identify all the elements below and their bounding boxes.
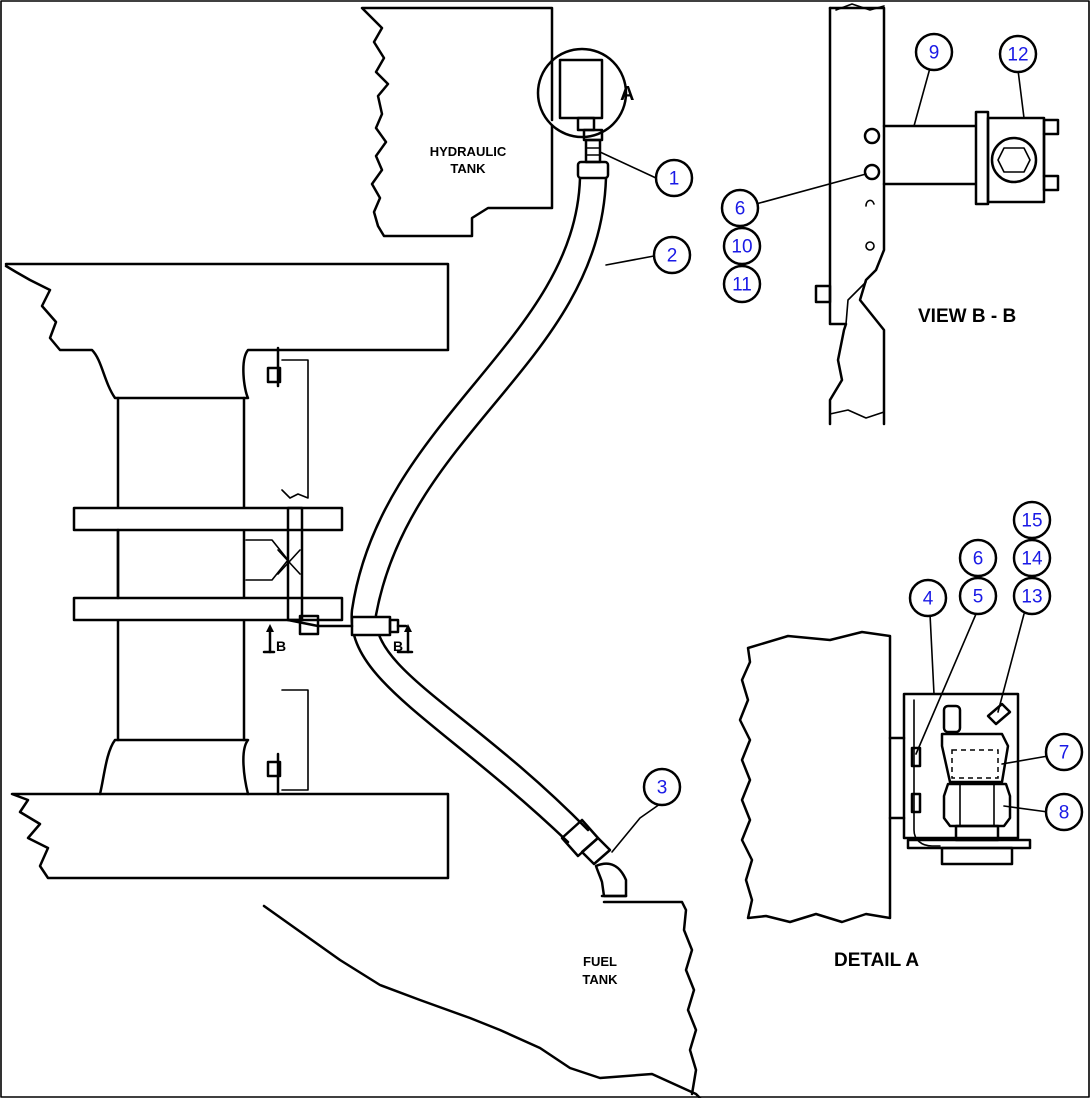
- upper-hose-fitting: [576, 128, 610, 180]
- section-marker-right: B: [393, 624, 414, 654]
- callout-15-number: 15: [1021, 511, 1042, 532]
- leader-lines: [599, 67, 1049, 853]
- machine-frame: [4, 262, 450, 880]
- callout-2-number: 2: [667, 246, 678, 267]
- callout-13-number: 13: [1021, 587, 1042, 608]
- lower-hose-fitting: [560, 818, 628, 898]
- callout-11: 11: [722, 264, 762, 304]
- callout-11-number: 11: [732, 275, 752, 296]
- callout-5: 5: [958, 576, 998, 616]
- callout-6-view: 6: [720, 188, 760, 228]
- callout-10-number: 10: [731, 237, 752, 258]
- callout-12: 12: [998, 34, 1038, 74]
- hydraulic-tank-label-line2: TANK: [450, 161, 486, 176]
- view-b-b: VIEW B - B: [814, 3, 1060, 426]
- hydraulic-tank: HYDRAULIC TANK: [360, 6, 554, 238]
- section-marker-left: B: [262, 624, 286, 654]
- fuel-tank-label-line1: FUEL: [583, 954, 617, 969]
- callout-3-number: 3: [657, 778, 668, 799]
- callout-14-number: 14: [1021, 549, 1043, 570]
- view-b-b-title: VIEW B - B: [918, 306, 1016, 327]
- detail-a-indicator: A: [536, 47, 634, 139]
- detail-a: DETAIL A: [738, 630, 1032, 971]
- fuel-tank: FUEL TANK: [262, 900, 702, 1098]
- callout-9-number: 9: [929, 43, 940, 64]
- section-b-label-left: B: [276, 638, 286, 654]
- callout-15: 15: [1012, 500, 1052, 540]
- callout-4: 4: [908, 578, 948, 618]
- callout-10: 10: [722, 226, 762, 266]
- callout-6-detail-number: 6: [973, 549, 984, 570]
- callout-13: 13: [1012, 576, 1052, 616]
- callout-8-number: 8: [1059, 803, 1070, 824]
- detail-a-title: DETAIL A: [834, 950, 919, 971]
- section-b-label-right: B: [393, 638, 403, 654]
- callout-6-view-number: 6: [735, 199, 746, 220]
- callout-1: 1: [654, 158, 694, 198]
- callout-9: 9: [914, 32, 954, 72]
- fuel-tank-label-line2: TANK: [582, 972, 618, 987]
- callout-6-detail: 6: [958, 538, 998, 578]
- callout-2: 2: [652, 235, 692, 275]
- callout-5-number: 5: [973, 587, 984, 608]
- fuel-hose: [350, 176, 608, 844]
- callout-7: 7: [1044, 732, 1084, 772]
- hydraulic-tank-label-line1: HYDRAULIC: [430, 144, 507, 159]
- callout-7-number: 7: [1059, 743, 1070, 764]
- callout-3: 3: [642, 767, 682, 807]
- detail-a-marker: A: [620, 83, 634, 105]
- callout-4-number: 4: [923, 589, 934, 610]
- callout-1-number: 1: [669, 169, 680, 190]
- callout-8: 8: [1044, 792, 1084, 832]
- callout-14: 14: [1012, 538, 1052, 578]
- hose-clamp: [316, 615, 408, 637]
- callout-12-number: 12: [1007, 45, 1028, 66]
